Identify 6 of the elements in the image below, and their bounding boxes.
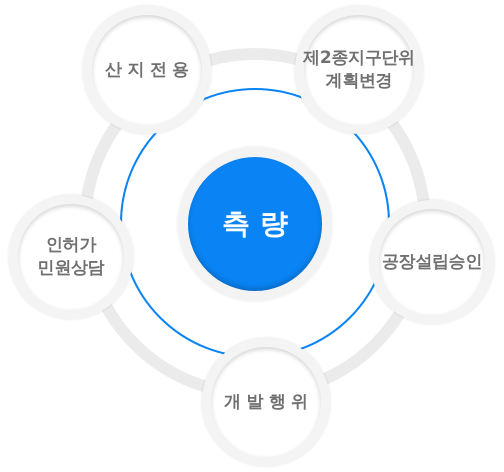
topic-label: 산 지 전 용 bbox=[104, 58, 190, 82]
topic-label: 공장설립승인 bbox=[380, 250, 484, 274]
topic-label: 제2종지구단위 계획변경 bbox=[302, 47, 416, 93]
topic-label: 인허가 민원상담 bbox=[36, 234, 106, 280]
hub-label: 측 량 bbox=[221, 207, 289, 241]
topic-label: 개 발 행 위 bbox=[223, 390, 309, 414]
